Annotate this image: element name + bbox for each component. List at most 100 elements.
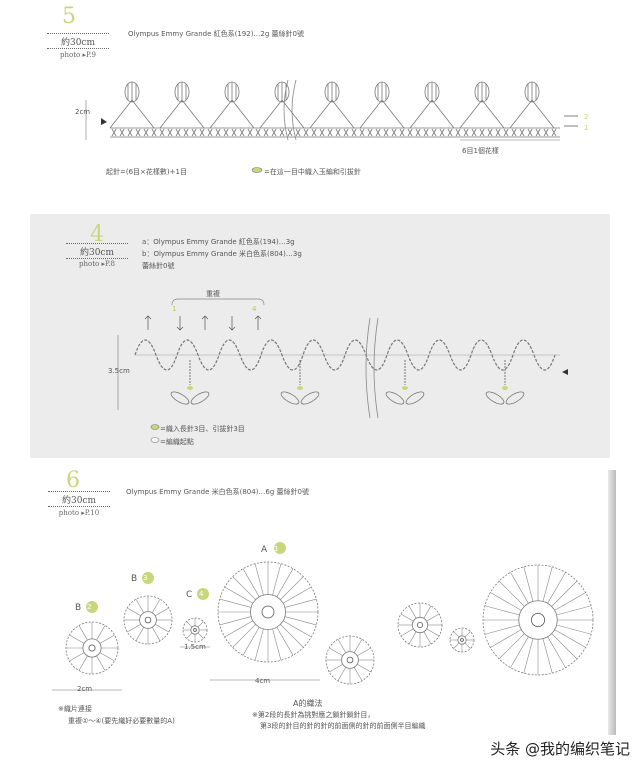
spoke xyxy=(232,576,256,600)
spoke xyxy=(551,580,578,607)
single-crochet-mark xyxy=(151,128,157,137)
spoke xyxy=(197,632,204,639)
spoke xyxy=(69,652,85,662)
legend-accent-icon xyxy=(150,424,160,430)
arrow-down-icon xyxy=(176,316,184,331)
single-crochet-mark xyxy=(391,128,397,137)
chain-loop xyxy=(259,99,305,129)
repeat-marker-1: 1 xyxy=(172,305,177,313)
single-crochet-mark xyxy=(135,128,141,137)
pattern-4-legend-2: =編織起點 xyxy=(160,438,194,446)
leaf-join-mark xyxy=(187,386,193,390)
spoke xyxy=(254,563,264,596)
single-crochet-mark xyxy=(255,128,261,137)
method-line-2: 第3段的針目的針的針的前面側的針的前面側半目編織 xyxy=(260,722,426,730)
spoke xyxy=(484,624,520,635)
row-marker-1: 1 xyxy=(584,124,589,132)
break-mark xyxy=(283,79,297,141)
single-crochet-mark xyxy=(407,128,413,137)
single-crochet-mark xyxy=(439,128,445,137)
start-arrow xyxy=(101,118,107,125)
spoke xyxy=(242,627,260,656)
single-crochet-mark xyxy=(167,128,173,137)
single-crochet-mark xyxy=(479,128,485,137)
spoke xyxy=(490,592,522,611)
leaf xyxy=(505,391,525,405)
single-crochet-mark xyxy=(127,128,133,137)
pattern-6-photo-ref: photo ▸P.10 xyxy=(58,509,100,517)
spoke xyxy=(284,598,317,608)
motif-letter-a1: A xyxy=(261,545,268,555)
single-crochet-mark xyxy=(191,128,197,137)
motif-b-center xyxy=(416,621,424,629)
pattern-5-height: 2cm xyxy=(75,108,91,116)
chain-loop xyxy=(509,99,555,129)
single-crochet-mark xyxy=(311,128,317,137)
leaf xyxy=(280,391,300,405)
single-crochet-mark xyxy=(327,128,333,137)
arrow-up-icon xyxy=(254,315,262,330)
spoke xyxy=(280,624,304,648)
spoke xyxy=(219,598,252,608)
spoke xyxy=(554,629,586,648)
pattern-4-photo-ref: photo ▸P.8 xyxy=(79,260,115,268)
single-crochet-mark xyxy=(463,128,469,137)
leaf xyxy=(405,391,425,405)
pattern-5-materials: Olympus Emmy Grande 紅色系(192)…2g 蕾絲針0號 xyxy=(128,30,304,38)
bobble-stitch xyxy=(427,82,437,102)
single-crochet-mark xyxy=(431,128,437,137)
spoke xyxy=(329,663,343,673)
motif-b3-center xyxy=(144,616,152,624)
chain-loop xyxy=(109,99,155,129)
bobble-stitch xyxy=(477,82,487,102)
single-crochet-mark xyxy=(543,128,549,137)
spoke xyxy=(464,642,471,649)
pattern-5-length: 約30cm xyxy=(60,38,96,48)
divider xyxy=(47,48,109,49)
motif-a1-center xyxy=(261,605,275,619)
spoke xyxy=(547,572,566,604)
single-crochet-mark xyxy=(111,128,117,137)
spoke xyxy=(155,623,169,633)
size-b: 2cm xyxy=(77,685,93,693)
single-crochet-mark xyxy=(351,128,357,137)
spoke xyxy=(99,652,115,662)
pattern-5-photo-ref: photo ▸P.9 xyxy=(60,51,96,59)
spoke xyxy=(484,605,520,616)
step-badge-4: 4 xyxy=(199,590,204,598)
spoke xyxy=(423,631,432,645)
single-crochet-mark xyxy=(447,128,453,137)
pattern-5-formula: 起針=(6目×花樣數)+1目 xyxy=(106,168,187,176)
spoke xyxy=(523,638,534,674)
spoke xyxy=(151,627,161,641)
spoke xyxy=(453,642,460,649)
spoke xyxy=(96,625,106,641)
step-badge xyxy=(197,588,209,600)
spoke xyxy=(254,628,264,661)
single-crochet-mark xyxy=(119,128,125,137)
single-crochet-mark xyxy=(183,128,189,137)
pattern-5-number: 5 xyxy=(62,4,76,29)
single-crochet-mark xyxy=(231,128,237,137)
bobble-stitch xyxy=(277,82,287,102)
spoke xyxy=(99,634,115,644)
spoke xyxy=(280,576,304,600)
method-title: A的織法 xyxy=(293,699,323,708)
spoke xyxy=(510,572,529,604)
legend-bobble-icon xyxy=(251,167,263,173)
pattern-4-material-b: b：Olympus Emmy Grande 米白色系(804)…3g xyxy=(142,250,302,258)
step-badge xyxy=(86,601,98,613)
divider xyxy=(48,506,110,507)
single-crochet-mark xyxy=(519,128,525,137)
bobble-stitch xyxy=(227,82,237,102)
step-badge-3: 3 xyxy=(143,574,148,582)
single-crochet-mark xyxy=(175,128,181,137)
leaf-join-mark xyxy=(402,386,408,390)
legend-start-icon xyxy=(150,437,160,443)
chain-loop xyxy=(309,99,355,129)
spoke xyxy=(523,566,534,602)
spoke xyxy=(197,621,204,628)
pattern-4-height: 3.5cm xyxy=(108,367,130,375)
single-crochet-mark xyxy=(527,128,533,137)
spoke xyxy=(284,616,317,626)
